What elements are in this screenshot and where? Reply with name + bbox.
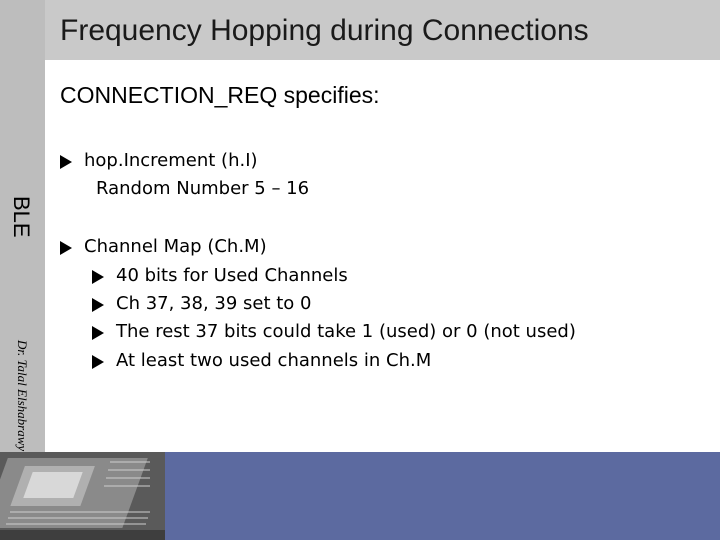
- sub-bullet-1-text: 40 bits for Used Channels: [116, 265, 348, 286]
- sub-bullet-3: The rest 37 bits could take 1 (used) or …: [92, 321, 576, 342]
- title-band: [45, 0, 720, 60]
- bullet-1-subtext: Random Number 5 – 16: [96, 178, 310, 199]
- sub-bullet-1: 40 bits for Used Channels: [92, 265, 348, 286]
- bullet-1-label: hop.Increment (h.I): [84, 150, 258, 171]
- bullet-1: hop.Increment (h.I): [60, 150, 258, 171]
- arrow-bullet-icon: [92, 297, 104, 312]
- intro-text: CONNECTION_REQ specifies:: [60, 82, 380, 108]
- slide-title: Frequency Hopping during Connections: [60, 14, 589, 47]
- circuit-board-image: [0, 452, 165, 540]
- side-author: Dr. Talal Elshabrawy: [15, 340, 30, 452]
- arrow-bullet-icon: [92, 325, 104, 340]
- sub-bullet-4: At least two used channels in Ch.M: [92, 350, 431, 371]
- sub-bullet-2: Ch 37, 38, 39 set to 0: [92, 293, 312, 314]
- sub-bullet-3-text: The rest 37 bits could take 1 (used) or …: [116, 321, 576, 342]
- arrow-bullet-icon: [92, 269, 104, 284]
- side-label: BLE: [9, 196, 34, 238]
- sub-bullet-4-text: At least two used channels in Ch.M: [116, 350, 432, 371]
- left-sidebar: [0, 0, 45, 452]
- arrow-bullet-icon: [60, 154, 72, 169]
- arrow-bullet-icon: [60, 240, 72, 255]
- sub-bullet-2-text: Ch 37, 38, 39 set to 0: [116, 293, 312, 314]
- footer-band: [165, 452, 720, 540]
- arrow-bullet-icon: [92, 354, 104, 369]
- bullet-2: Channel Map (Ch.M): [60, 236, 267, 257]
- bullet-2-label: Channel Map (Ch.M): [84, 236, 267, 257]
